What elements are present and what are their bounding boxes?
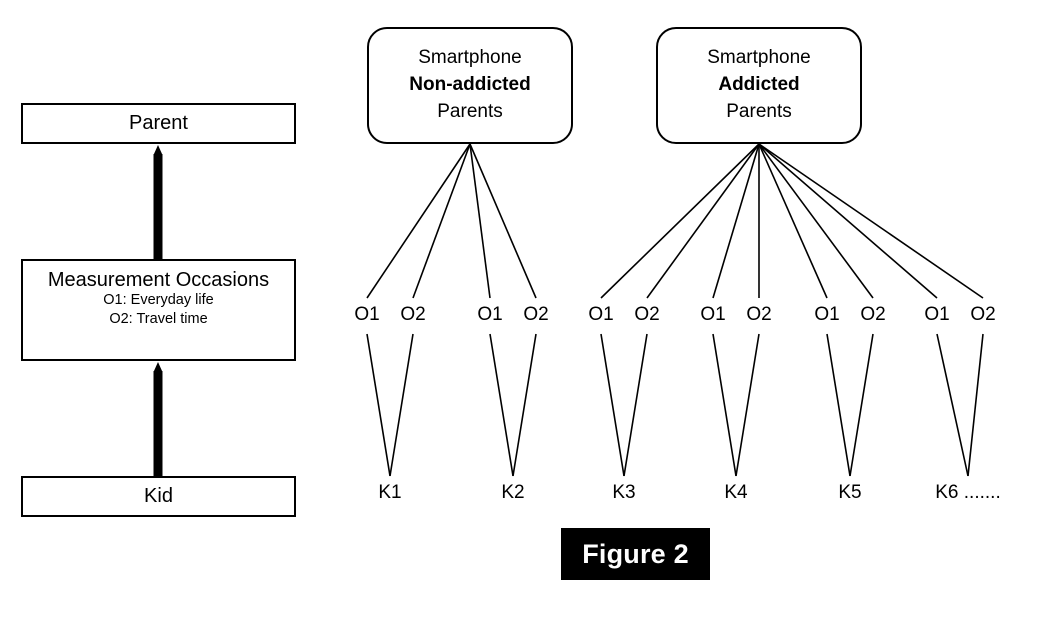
edge-non-addicted-to-k1-o1 bbox=[366, 143, 471, 299]
edge-addicted-to-k5-o1 bbox=[758, 143, 828, 299]
group-title-line3-non-addicted: Parents bbox=[437, 100, 503, 122]
kid-box: Kid bbox=[21, 476, 296, 517]
edge-o2-to-k1 bbox=[389, 333, 414, 477]
occasion-label-k2-o1: O1 bbox=[477, 304, 503, 325]
edge-o1-to-k5 bbox=[826, 333, 851, 477]
edge-o2-to-k3 bbox=[623, 333, 648, 477]
edge-o2-to-k4 bbox=[735, 333, 760, 477]
edge-addicted-to-k6-o1 bbox=[758, 143, 938, 299]
edge-non-addicted-to-k1-o2 bbox=[412, 143, 471, 299]
edge-o1-to-k2 bbox=[489, 333, 514, 477]
kid-label-k3: K3 bbox=[612, 482, 636, 503]
group-title-line2-non-addicted: Non-addicted bbox=[409, 74, 531, 96]
kid-box-label: Kid bbox=[144, 485, 173, 508]
occasion-label-k5-o2: O2 bbox=[860, 304, 886, 325]
measurement-occasions-title: Measurement Occasions bbox=[47, 269, 270, 291]
kid-label-k6: K6 ....... bbox=[935, 482, 1001, 503]
edge-o1-to-k3 bbox=[600, 333, 625, 477]
kid-label-k2: K2 bbox=[501, 482, 525, 503]
kid-label-k4: K4 bbox=[724, 482, 748, 503]
edge-o1-to-k4 bbox=[712, 333, 737, 477]
occasion-label-k4-o1: O1 bbox=[700, 304, 726, 325]
group-title-line3-addicted: Parents bbox=[726, 100, 792, 122]
kid-label-k1: K1 bbox=[378, 482, 402, 503]
occasion-item-o1: O1: Everyday life bbox=[103, 292, 214, 309]
occasion-label-k4-o2: O2 bbox=[746, 304, 772, 325]
parent-to-occasion-lines bbox=[366, 143, 984, 299]
occasion-item-o2: O2: Travel time bbox=[109, 310, 208, 327]
occasion-to-kid-lines bbox=[366, 333, 984, 477]
edge-addicted-to-k5-o2 bbox=[758, 143, 874, 299]
edge-o1-to-k1 bbox=[366, 333, 391, 477]
edge-non-addicted-to-k2-o1 bbox=[469, 143, 491, 299]
edge-o1-to-k6 bbox=[936, 333, 969, 477]
edge-o2-to-k6 bbox=[967, 333, 984, 477]
occasion-label-k5-o1: O1 bbox=[814, 304, 840, 325]
occasion-label-k3-o2: O2 bbox=[634, 304, 660, 325]
edge-addicted-to-k4-o1 bbox=[712, 143, 760, 299]
occasion-label-k1-o2: O2 bbox=[400, 304, 426, 325]
occasion-label-k3-o1: O1 bbox=[588, 304, 614, 325]
edge-o2-to-k5 bbox=[849, 333, 874, 477]
edge-addicted-to-k3-o2 bbox=[646, 143, 760, 299]
group-title-line1-non-addicted: Smartphone bbox=[418, 47, 522, 69]
occasion-label-k1-o1: O1 bbox=[354, 304, 380, 325]
measurement-occasions-box: Measurement Occasions O1: Everyday life … bbox=[21, 259, 296, 361]
edge-non-addicted-to-k2-o2 bbox=[469, 143, 537, 299]
group-box-non-addicted: Smartphone Non-addicted Parents bbox=[367, 27, 573, 144]
kid-label-k5: K5 bbox=[838, 482, 862, 503]
group-box-addicted: Smartphone Addicted Parents bbox=[656, 27, 862, 144]
edge-addicted-to-k3-o1 bbox=[600, 143, 760, 299]
group-title-line1-addicted: Smartphone bbox=[707, 47, 811, 69]
occasion-label-k6-o2: O2 bbox=[970, 304, 996, 325]
group-title-line2-addicted: Addicted bbox=[718, 74, 800, 96]
edge-o2-to-k2 bbox=[512, 333, 537, 477]
parent-box: Parent bbox=[21, 103, 296, 144]
edge-addicted-to-k6-o2 bbox=[758, 143, 984, 299]
parent-box-label: Parent bbox=[129, 112, 188, 135]
occasion-label-k6-o1: O1 bbox=[924, 304, 950, 325]
figure-caption: Figure 2 bbox=[561, 528, 710, 580]
occasion-label-k2-o2: O2 bbox=[523, 304, 549, 325]
